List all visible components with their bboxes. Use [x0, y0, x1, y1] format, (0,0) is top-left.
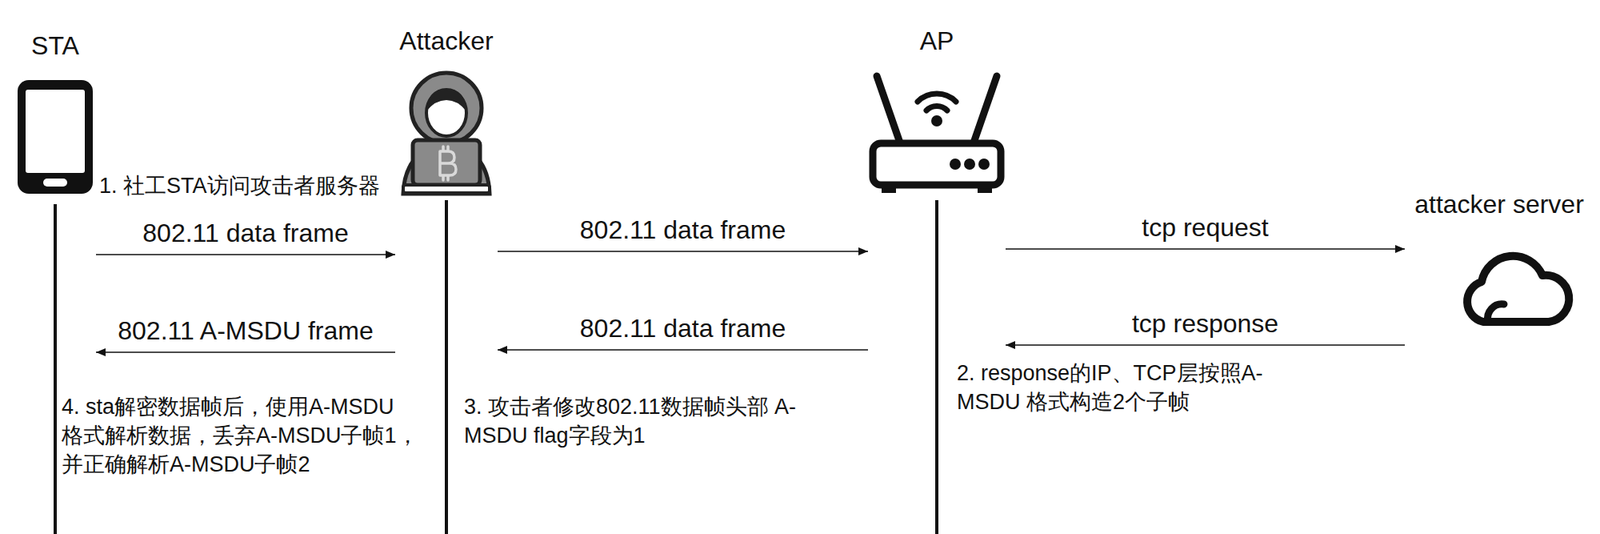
router-light: [978, 158, 990, 170]
participant: Attacker: [395, 25, 498, 534]
hacker-face: [426, 89, 467, 136]
hacker-hair: [426, 88, 467, 112]
participant-label: AP: [920, 25, 955, 56]
message-arrow: [96, 253, 396, 256]
laptop-lid: [412, 140, 480, 185]
hacker-hood: [411, 72, 482, 144]
participant-label: STA: [31, 30, 80, 61]
icon-group: [1467, 256, 1569, 322]
participant-icon: [395, 25, 498, 534]
router-antenna: [876, 76, 903, 150]
laptop-base: [403, 184, 490, 193]
message-label: tcp request: [1138, 212, 1272, 243]
message-arrow: [96, 351, 396, 353]
phone-body: [17, 80, 93, 194]
message-arrow: [1005, 248, 1405, 250]
icon-group: [872, 76, 1001, 193]
phone-screen: [25, 89, 85, 173]
participant: AP: [868, 25, 1006, 534]
cloud-curl: [1488, 304, 1504, 322]
lifeline: [444, 200, 448, 534]
participant: attacker server: [1404, 188, 1594, 332]
lifeline: [53, 204, 57, 534]
message-arrow: [497, 348, 868, 351]
router-light: [949, 158, 961, 170]
participant-label: Attacker: [399, 25, 493, 56]
phone-button: [43, 178, 68, 187]
lifeline: [935, 200, 939, 534]
step-note: 1. 社工STA访问攻击者服务器: [99, 171, 380, 200]
wifi-dot: [931, 115, 943, 127]
message-label: 802.11 data frame: [576, 312, 789, 344]
step-note: 2. response的IP、TCP层按照A-MSDU 格式构造2个子帧: [956, 358, 1309, 416]
message-label: tcp response: [1128, 308, 1282, 339]
wifi-waves: [917, 93, 956, 111]
icon-group: [17, 80, 93, 194]
message-arrow: [497, 250, 868, 252]
icon-group: [403, 72, 490, 194]
message-arrow: [1005, 344, 1405, 346]
message-label: 802.11 data frame: [576, 214, 789, 245]
step-note: 3. 攻击者修改802.11数据帧头部 A-MSDU flag字段为1: [464, 392, 808, 450]
message-label: 802.11 A-MSDU frame: [114, 315, 377, 346]
router-light: [964, 158, 976, 170]
participant-label: attacker server: [1414, 188, 1584, 220]
participant-icon: [868, 25, 1006, 534]
router-antenna: [971, 76, 997, 150]
router-body: [872, 143, 1001, 185]
step-note: 4. sta解密数据帧后，使用A-MSDU 格式解析数据，丢弃A-MSDU子帧1…: [61, 392, 438, 479]
bitcoin-symbol: [440, 146, 456, 180]
cloud-outline: [1467, 256, 1569, 322]
message-label: 802.11 data frame: [139, 217, 352, 248]
